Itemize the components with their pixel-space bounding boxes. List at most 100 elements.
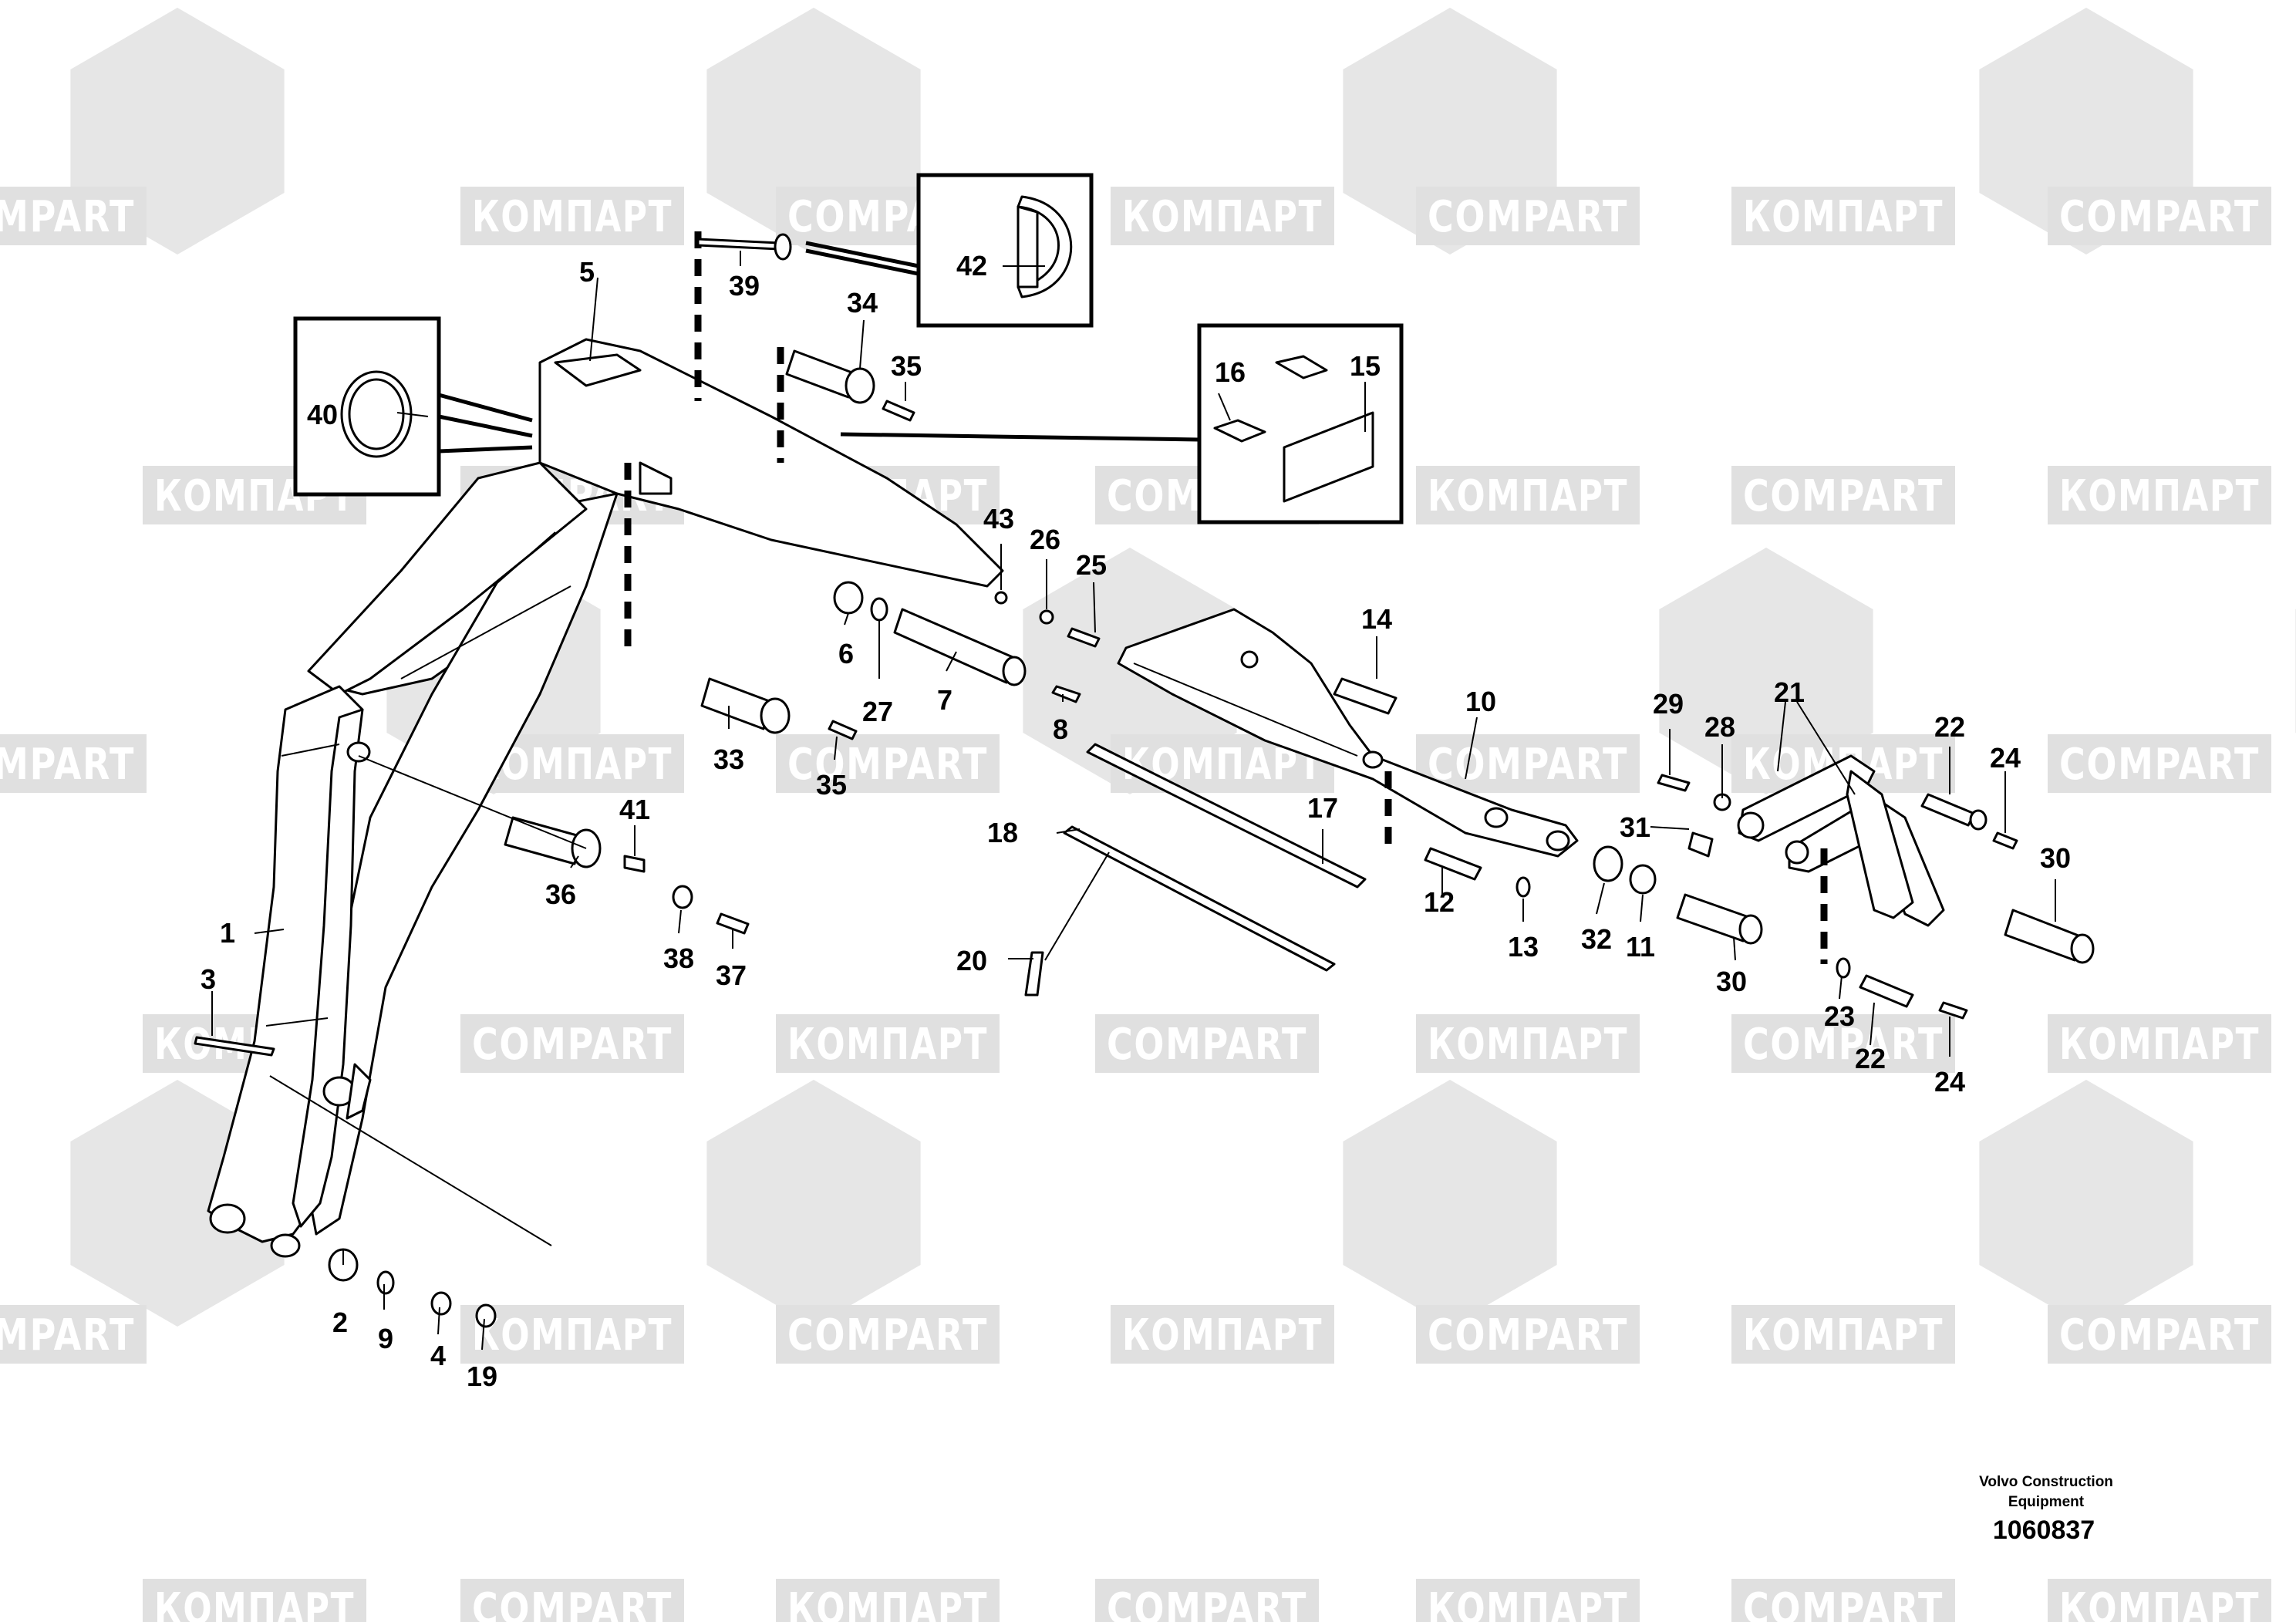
watermark-text: COMPART bbox=[787, 1310, 988, 1361]
watermark-text: КОМПАРТ bbox=[1428, 471, 1628, 521]
callout-22b: 22 bbox=[1855, 1043, 1886, 1074]
watermark-banner bbox=[1416, 734, 1640, 793]
callout-35b: 35 bbox=[816, 769, 847, 801]
inset-leaders bbox=[438, 241, 1200, 454]
callout-17: 17 bbox=[1307, 792, 1338, 824]
callout-42: 42 bbox=[956, 250, 987, 282]
watermark-text: КОМПАРТ bbox=[787, 1584, 988, 1622]
callout-labels: 1 2 3 4 5 6 7 8 9 10 11 12 13 14 15 16 1… bbox=[201, 250, 2071, 1392]
watermark-banner bbox=[2048, 1305, 2271, 1364]
callout-16: 16 bbox=[1215, 356, 1246, 388]
watermark-hexagon bbox=[1979, 1080, 2193, 1327]
callout-32: 32 bbox=[1581, 923, 1612, 955]
watermark-banner bbox=[0, 187, 147, 245]
callout-39: 39 bbox=[729, 270, 760, 302]
callout-29: 29 bbox=[1653, 688, 1684, 720]
callout-19: 19 bbox=[467, 1361, 497, 1392]
watermark-banner bbox=[1731, 187, 1955, 245]
watermark-text: COMPART bbox=[1428, 740, 1628, 790]
callout-34: 34 bbox=[847, 287, 878, 319]
watermark-text: КОМПАРТ bbox=[787, 1020, 988, 1070]
callout-18: 18 bbox=[987, 817, 1018, 848]
watermark-text: КОМПАРТ bbox=[2059, 1020, 2260, 1070]
watermark-text: COMPART bbox=[1428, 192, 1628, 242]
watermark-banner bbox=[1095, 1579, 1319, 1622]
wear-strips bbox=[1063, 743, 1367, 972]
watermark-text: КОМПАРТ bbox=[2059, 471, 2260, 521]
credit-block: Volvo Construction Equipment 1060837 bbox=[1979, 1474, 2113, 1545]
callout-15: 15 bbox=[1350, 350, 1381, 382]
callout-27: 27 bbox=[862, 696, 893, 727]
watermark-banner bbox=[0, 734, 147, 793]
watermark-banner bbox=[776, 1579, 1000, 1622]
callout-35a: 35 bbox=[891, 350, 922, 382]
watermark-text: КОМПАРТ bbox=[1428, 1584, 1628, 1622]
credit-line-1: Volvo Construction bbox=[1979, 1474, 2113, 1490]
callout-10: 10 bbox=[1465, 686, 1496, 717]
watermark-banner bbox=[1416, 1305, 1640, 1364]
watermark-hexagon bbox=[1659, 548, 1873, 794]
callout-2: 2 bbox=[332, 1307, 348, 1338]
callout-24a: 24 bbox=[1990, 742, 2021, 774]
watermark-text: КОМПАРТ bbox=[472, 1310, 673, 1361]
callout-3: 3 bbox=[201, 963, 216, 995]
watermark-text: КОМПАРТ bbox=[1743, 192, 1944, 242]
arm bbox=[207, 685, 372, 1258]
watermark-text: COMPART bbox=[1107, 1584, 1307, 1622]
callout-13: 13 bbox=[1508, 931, 1539, 963]
callout-24b: 24 bbox=[1934, 1066, 1965, 1098]
watermark-banner bbox=[460, 1014, 684, 1073]
callout-31: 31 bbox=[1620, 811, 1650, 843]
watermark-banner bbox=[143, 1579, 366, 1622]
callout-7: 7 bbox=[937, 684, 952, 716]
callout-4: 4 bbox=[430, 1340, 446, 1371]
callout-9: 9 bbox=[378, 1323, 393, 1354]
cylinder-guard bbox=[1117, 608, 1579, 858]
callout-21: 21 bbox=[1774, 676, 1805, 708]
watermark-banner bbox=[776, 734, 1000, 793]
watermark-banner bbox=[2048, 1579, 2271, 1622]
bucket-linkage bbox=[1737, 754, 1945, 927]
watermark-banner bbox=[776, 1305, 1000, 1364]
watermark-text: КОМПАРТ bbox=[1428, 1020, 1628, 1070]
callout-14: 14 bbox=[1361, 603, 1392, 635]
watermark-banner bbox=[1111, 1305, 1334, 1364]
watermark-text: КОМПАРТ bbox=[1743, 1310, 1944, 1361]
watermark-banner bbox=[1416, 1014, 1640, 1073]
watermark-text: COMPART bbox=[0, 740, 135, 790]
callout-30a: 30 bbox=[1716, 966, 1747, 997]
watermark-text: COMPART bbox=[472, 1584, 673, 1622]
watermark-text: COMPART bbox=[2059, 192, 2260, 242]
assembly-dash-lines bbox=[624, 231, 1828, 964]
watermark-text: COMPART bbox=[1743, 1584, 1944, 1622]
watermark-banner bbox=[1416, 1579, 1640, 1622]
watermark-text: КОМПАРТ bbox=[154, 1584, 355, 1622]
callout-12: 12 bbox=[1424, 886, 1455, 918]
inset-42 bbox=[916, 173, 1094, 328]
watermark-banner bbox=[0, 1305, 147, 1364]
watermark-text: COMPART bbox=[1743, 1020, 1944, 1070]
watermark-text: КОМПАРТ bbox=[1122, 1310, 1323, 1361]
watermark-text: КОМПАРТ bbox=[2059, 1584, 2260, 1622]
callout-25: 25 bbox=[1076, 549, 1107, 581]
callout-40: 40 bbox=[307, 399, 338, 430]
watermark-banner bbox=[776, 1014, 1000, 1073]
callout-30b: 30 bbox=[2040, 842, 2071, 874]
watermark-hexagon bbox=[1343, 1080, 1557, 1327]
watermark-banner bbox=[2048, 466, 2271, 524]
watermark-banner bbox=[1095, 1014, 1319, 1073]
credit-line-2: Equipment bbox=[2008, 1494, 2085, 1510]
callout-5: 5 bbox=[579, 256, 595, 288]
boom bbox=[303, 338, 1004, 1236]
inset-15-16 bbox=[1197, 323, 1404, 524]
document-number: 1060837 bbox=[1993, 1516, 2095, 1545]
callout-38: 38 bbox=[663, 943, 694, 974]
callout-22a: 22 bbox=[1934, 711, 1965, 743]
watermark-banner bbox=[460, 1305, 684, 1364]
watermark-text: COMPART bbox=[472, 1020, 673, 1070]
callout-8: 8 bbox=[1053, 713, 1068, 745]
watermark-text: COMPART bbox=[1107, 1020, 1307, 1070]
callout-41: 41 bbox=[619, 794, 650, 825]
watermark-banner bbox=[460, 187, 684, 245]
watermark-banner bbox=[1731, 1014, 1955, 1073]
